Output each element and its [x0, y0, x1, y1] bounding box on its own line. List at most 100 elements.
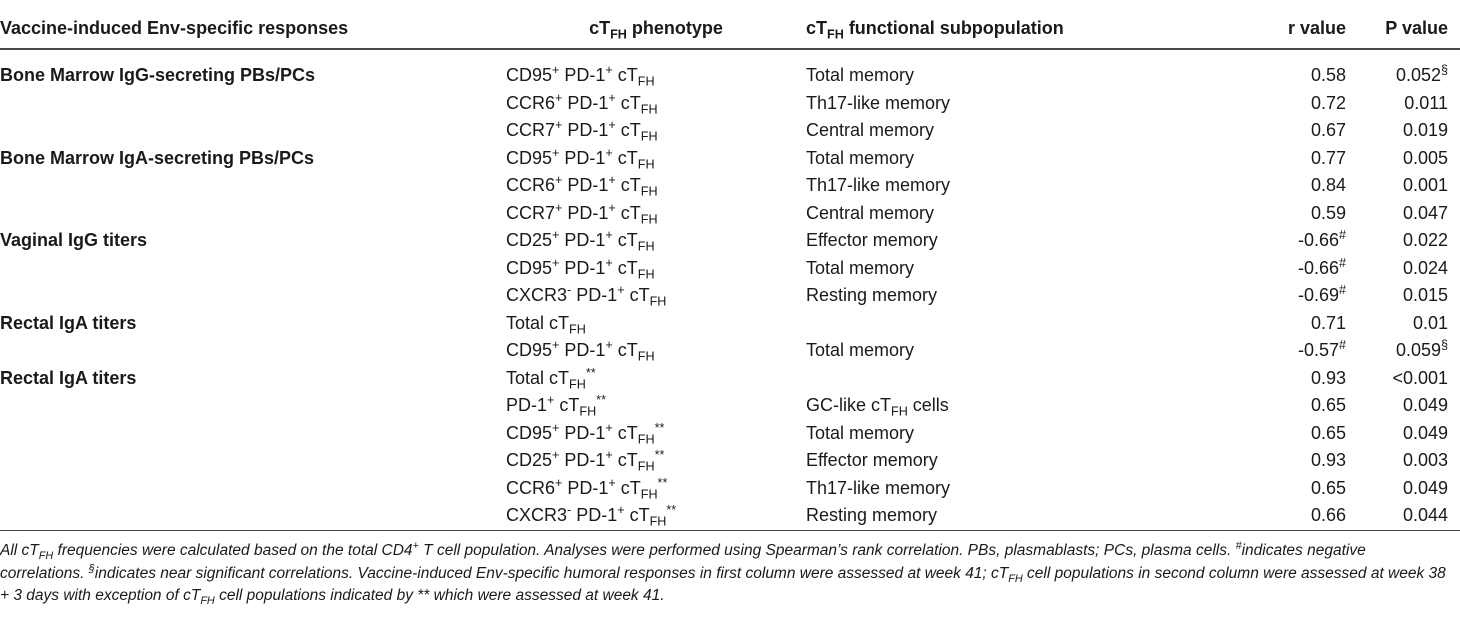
cell-p-value: <0.001 [1392, 367, 1448, 388]
cell-function [806, 365, 1206, 393]
cell-r-value: 0.93 [1310, 450, 1346, 471]
cell-r-value: 0.58 [1310, 65, 1346, 86]
cell-r-value: -0.66# [1297, 228, 1346, 251]
cell-function [806, 310, 1206, 338]
cell-r-value: -0.66# [1297, 255, 1346, 278]
table-row: Vaginal IgG titers CD25+ PD-1+ cTFH Effect… [0, 227, 1460, 255]
cell-p-value: 0.019 [1402, 120, 1448, 141]
cell-phenotype: CCR6+ PD-1+ cTFH [506, 173, 658, 199]
cell-response-group [0, 447, 506, 475]
cell-p-value: 0.005 [1402, 147, 1448, 168]
cell-function: Resting memory [806, 505, 938, 526]
cell-r-value: 0.65 [1310, 395, 1346, 416]
cell-response-group [0, 420, 506, 448]
cell-phenotype: CD95+ PD-1+ cTFH [506, 63, 655, 89]
cell-phenotype: CCR7+ PD-1+ cTFH [506, 118, 658, 144]
cell-p-value: 0.01 [1412, 312, 1448, 333]
cell-function: Central memory [806, 202, 935, 223]
cell-response-group [0, 392, 506, 420]
cell-p-value: 0.015 [1402, 285, 1448, 306]
cell-p-value: 0.059§ [1395, 338, 1448, 361]
cell-r-value: 0.72 [1310, 92, 1346, 113]
cell-phenotype: CD95+ PD-1+ cTFH** [506, 420, 665, 447]
cell-response-group [0, 255, 506, 283]
cell-r-value: -0.57# [1297, 338, 1346, 361]
cell-phenotype: CD25+ PD-1+ cTFH** [506, 448, 665, 474]
table-row: CCR7+ PD-1+ cTFH Central memory 0.59 0.047 [0, 200, 1460, 228]
cell-p-value: 0.011 [1404, 92, 1448, 113]
cell-response-group [0, 337, 506, 365]
cell-r-value: 0.77 [1310, 147, 1346, 168]
cell-p-value: 0.003 [1402, 450, 1448, 471]
cell-phenotype: CD95+ PD-1+ cTFH [506, 145, 655, 172]
header-p-value: P value [1346, 8, 1460, 50]
cell-phenotype: Total cTFH** [506, 365, 596, 392]
cell-function: Effector memory [806, 450, 938, 471]
table-bottom-rule [0, 530, 1460, 531]
cell-function: Effector memory [806, 230, 938, 251]
cell-response-group: Bone Marrow IgA-secreting PBs/PCs [0, 147, 315, 168]
cell-r-value: 0.84 [1310, 175, 1346, 196]
table-row: Bone Marrow IgA-secreting PBs/PCs CD95+ P… [0, 145, 1460, 173]
header-row: Vaccine-induced Env-specific responses c… [0, 8, 1460, 50]
cell-r-value: 0.65 [1310, 422, 1346, 443]
cell-p-value: 0.052§ [1395, 63, 1448, 86]
cell-p-value: 0.044 [1402, 505, 1448, 526]
cell-function: Th17-like memory [806, 175, 951, 196]
table-row: CCR6+ PD-1+ cTFH Th17-like memory 0.84 0.00… [0, 172, 1460, 200]
cell-response-group [0, 172, 506, 200]
cell-function: Th17-like memory [806, 477, 951, 498]
cell-r-value: 0.67 [1310, 120, 1346, 141]
cell-function: Th17-like memory [806, 92, 951, 113]
cell-p-value: 0.022 [1402, 230, 1448, 251]
cell-phenotype: CD25+ PD-1+ cTFH [506, 228, 655, 254]
cell-r-value: 0.65 [1310, 477, 1346, 498]
cell-phenotype: CD95+ PD-1+ cTFH [506, 338, 655, 364]
cell-p-value: 0.049 [1402, 477, 1448, 498]
cell-phenotype: CD95+ PD-1+ cTFH [506, 255, 655, 282]
cell-r-value: 0.66 [1310, 505, 1346, 526]
cell-p-value: 0.047 [1402, 202, 1448, 223]
cell-r-value: 0.93 [1310, 367, 1346, 388]
header-function: cTFH functional subpopulation [806, 8, 1206, 50]
cell-response-group [0, 90, 506, 118]
table-footnote: All cTFH frequencies were calculated bas… [0, 539, 1446, 608]
cell-r-value: 0.59 [1310, 202, 1346, 223]
cell-function: Resting memory [806, 285, 938, 306]
cell-response-group: Rectal IgA titers [0, 312, 137, 333]
table-row: CD95+ PD-1+ cTFH** Total memory 0.65 0.049 [0, 420, 1460, 448]
cell-response-group: Vaginal IgG titers [0, 230, 148, 251]
header-response: Vaccine-induced Env-specific responses [0, 8, 506, 50]
cell-phenotype: PD-1+ cTFH** [506, 393, 606, 419]
header-phenotype: cTFH phenotype [506, 8, 806, 50]
cell-phenotype: CCR6+ PD-1+ cTFH** [506, 475, 668, 502]
header-r-value: r value [1206, 8, 1346, 50]
table-row: CCR6+ PD-1+ cTFH Th17-like memory 0.72 0.01… [0, 90, 1460, 118]
cell-phenotype: CXCR3- PD-1+ cTFH [506, 283, 667, 309]
cell-p-value: 0.001 [1402, 175, 1448, 196]
cell-p-value: 0.024 [1402, 257, 1448, 278]
cell-function: Total memory [806, 65, 915, 86]
cell-p-value: 0.049 [1402, 422, 1448, 443]
cell-function: Total memory [806, 422, 915, 443]
table-row: CXCR3- PD-1+ cTFH** Resting memory 0.66 0.0… [0, 502, 1460, 536]
table-row: CCR6+ PD-1+ cTFH** Th17-like memory 0.65 0.… [0, 475, 1460, 503]
cell-phenotype: CXCR3- PD-1+ cTFH** [506, 503, 677, 529]
cell-response-group [0, 475, 506, 503]
cell-response-group [0, 117, 506, 145]
table-row: Rectal IgA titers Total cTFH 0.71 0.01 [0, 310, 1460, 338]
cell-r-value: 0.71 [1310, 312, 1346, 333]
cell-function: Total memory [806, 257, 915, 278]
table-row: CD25+ PD-1+ cTFH** Effector memory 0.93 0.0… [0, 447, 1460, 475]
table-row: CD95+ PD-1+ cTFH Total memory -0.66# 0.024 [0, 255, 1460, 283]
cell-function: GC-like cTFH cells [806, 395, 949, 419]
cell-phenotype: CCR6+ PD-1+ cTFH [506, 90, 658, 117]
cell-phenotype: Total cTFH [506, 312, 586, 337]
cell-phenotype: CCR7+ PD-1+ cTFH [506, 200, 658, 227]
